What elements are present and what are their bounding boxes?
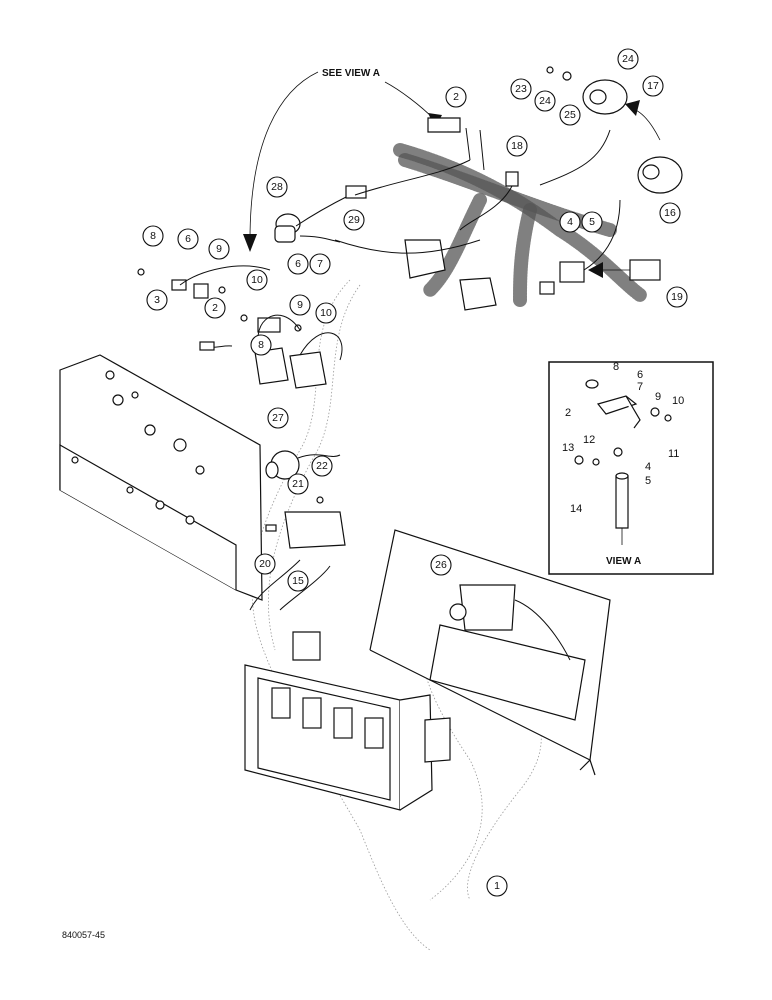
callout-10-top: 10 [246, 269, 268, 291]
callout-9-left: 9 [208, 238, 230, 260]
svg-text:23: 23 [515, 83, 527, 95]
view-a-label-14: 14 [570, 503, 582, 515]
view-a-label-12: 12 [583, 434, 595, 446]
callout-27: 27 [267, 407, 289, 429]
callout-20: 20 [254, 553, 276, 575]
callout-15: 15 [287, 570, 309, 592]
callout-25: 25 [559, 104, 581, 126]
svg-text:6: 6 [185, 233, 191, 245]
svg-text:25: 25 [564, 109, 576, 121]
relay-sockets-left [254, 314, 343, 389]
view-a-label-13: 13 [562, 442, 574, 454]
see-view-arrow-right [384, 81, 436, 121]
svg-text:21: 21 [292, 478, 304, 490]
svg-text:8: 8 [258, 339, 264, 351]
callout-10-right: 10 [315, 302, 337, 324]
view-a-label-8: 8 [613, 361, 619, 373]
callout-21: 21 [287, 473, 309, 495]
view-a-label-7: 7 [637, 381, 643, 393]
svg-text:17: 17 [647, 80, 659, 92]
ignition-switch [546, 66, 683, 194]
svg-text:6: 6 [295, 258, 301, 270]
view-a-label-6: 6 [637, 369, 643, 381]
callout-6-mid: 6 [287, 253, 309, 275]
svg-text:24: 24 [622, 53, 634, 65]
svg-text:5: 5 [589, 216, 595, 228]
view-a-label-11: 11 [668, 448, 679, 460]
svg-text:27: 27 [272, 412, 284, 424]
callout-16: 16 [659, 202, 681, 224]
view-a-label-2: 2 [565, 407, 571, 419]
callout-9-right: 9 [289, 294, 311, 316]
left-dash-panel [59, 354, 263, 601]
flasher-15 [249, 496, 346, 611]
view-a-label-5: 5 [645, 475, 651, 487]
callout-7: 7 [309, 253, 331, 275]
callout-24-mid: 24 [534, 90, 556, 112]
figure-code: 840057-45 [62, 930, 105, 940]
svg-text:24: 24 [539, 95, 551, 107]
svg-text:29: 29 [348, 214, 360, 226]
svg-text:2: 2 [212, 302, 218, 314]
light-socket-28 [274, 185, 367, 243]
svg-text:7: 7 [317, 258, 323, 270]
svg-text:20: 20 [259, 558, 271, 570]
svg-text:18: 18 [511, 140, 523, 152]
see-view-a-label: SEE VIEW A [322, 68, 380, 79]
view-a-label-9: 9 [655, 391, 661, 403]
instrument-cluster [244, 631, 451, 811]
svg-text:9: 9 [297, 299, 303, 311]
callout-4: 4 [559, 211, 581, 233]
arrow-head-icon [625, 100, 640, 116]
callout-2-top: 2 [445, 86, 467, 108]
svg-text:16: 16 [664, 207, 676, 219]
svg-text:26: 26 [435, 559, 447, 571]
svg-text:8: 8 [150, 230, 156, 242]
svg-text:15: 15 [292, 575, 304, 587]
svg-text:3: 3 [154, 294, 160, 306]
right-dash-panel [369, 529, 611, 776]
callout-22: 22 [311, 455, 333, 477]
connector-18 [459, 171, 519, 231]
callout-3: 3 [146, 289, 168, 311]
switch-26 [449, 584, 571, 661]
arrow-head-icon [588, 262, 603, 278]
svg-text:19: 19 [671, 291, 683, 303]
callout-8-top: 8 [142, 225, 164, 247]
svg-text:10: 10 [251, 274, 263, 286]
callout-17: 17 [642, 75, 664, 97]
svg-text:2: 2 [453, 91, 459, 103]
view-a-label-10: 10 [672, 395, 684, 407]
svg-text:10: 10 [320, 307, 332, 319]
view-a-title: VIEW A [606, 556, 641, 567]
svg-text:9: 9 [216, 243, 222, 255]
callout-1: 1 [486, 875, 508, 897]
svg-text:28: 28 [271, 181, 283, 193]
svg-text:4: 4 [567, 216, 573, 228]
see-view-arrow-left [249, 71, 319, 241]
view-a-inset: 8 6 7 9 10 2 12 13 4 5 11 14 VIEW A [548, 361, 714, 575]
view-a-label-4: 4 [645, 461, 651, 473]
callout-26: 26 [430, 554, 452, 576]
callout-23: 23 [510, 78, 532, 100]
callout-19: 19 [666, 286, 688, 308]
view-a-parts [574, 379, 672, 545]
arrow-head-icon [243, 234, 257, 252]
callout-8-mid: 8 [250, 334, 272, 356]
terminal-clip-top [427, 117, 485, 171]
callout-29: 29 [343, 209, 365, 231]
light-socket-27 [265, 450, 341, 480]
callout-5: 5 [581, 211, 603, 233]
callout-18: 18 [506, 135, 528, 157]
svg-text:1: 1 [494, 880, 500, 892]
svg-text:22: 22 [316, 460, 328, 472]
wires-top [334, 129, 621, 271]
callout-24-top: 24 [617, 48, 639, 70]
callout-6-left: 6 [177, 228, 199, 250]
relay-connectors-top [404, 239, 661, 311]
callout-28: 28 [266, 176, 288, 198]
callout-2-left: 2 [204, 297, 226, 319]
